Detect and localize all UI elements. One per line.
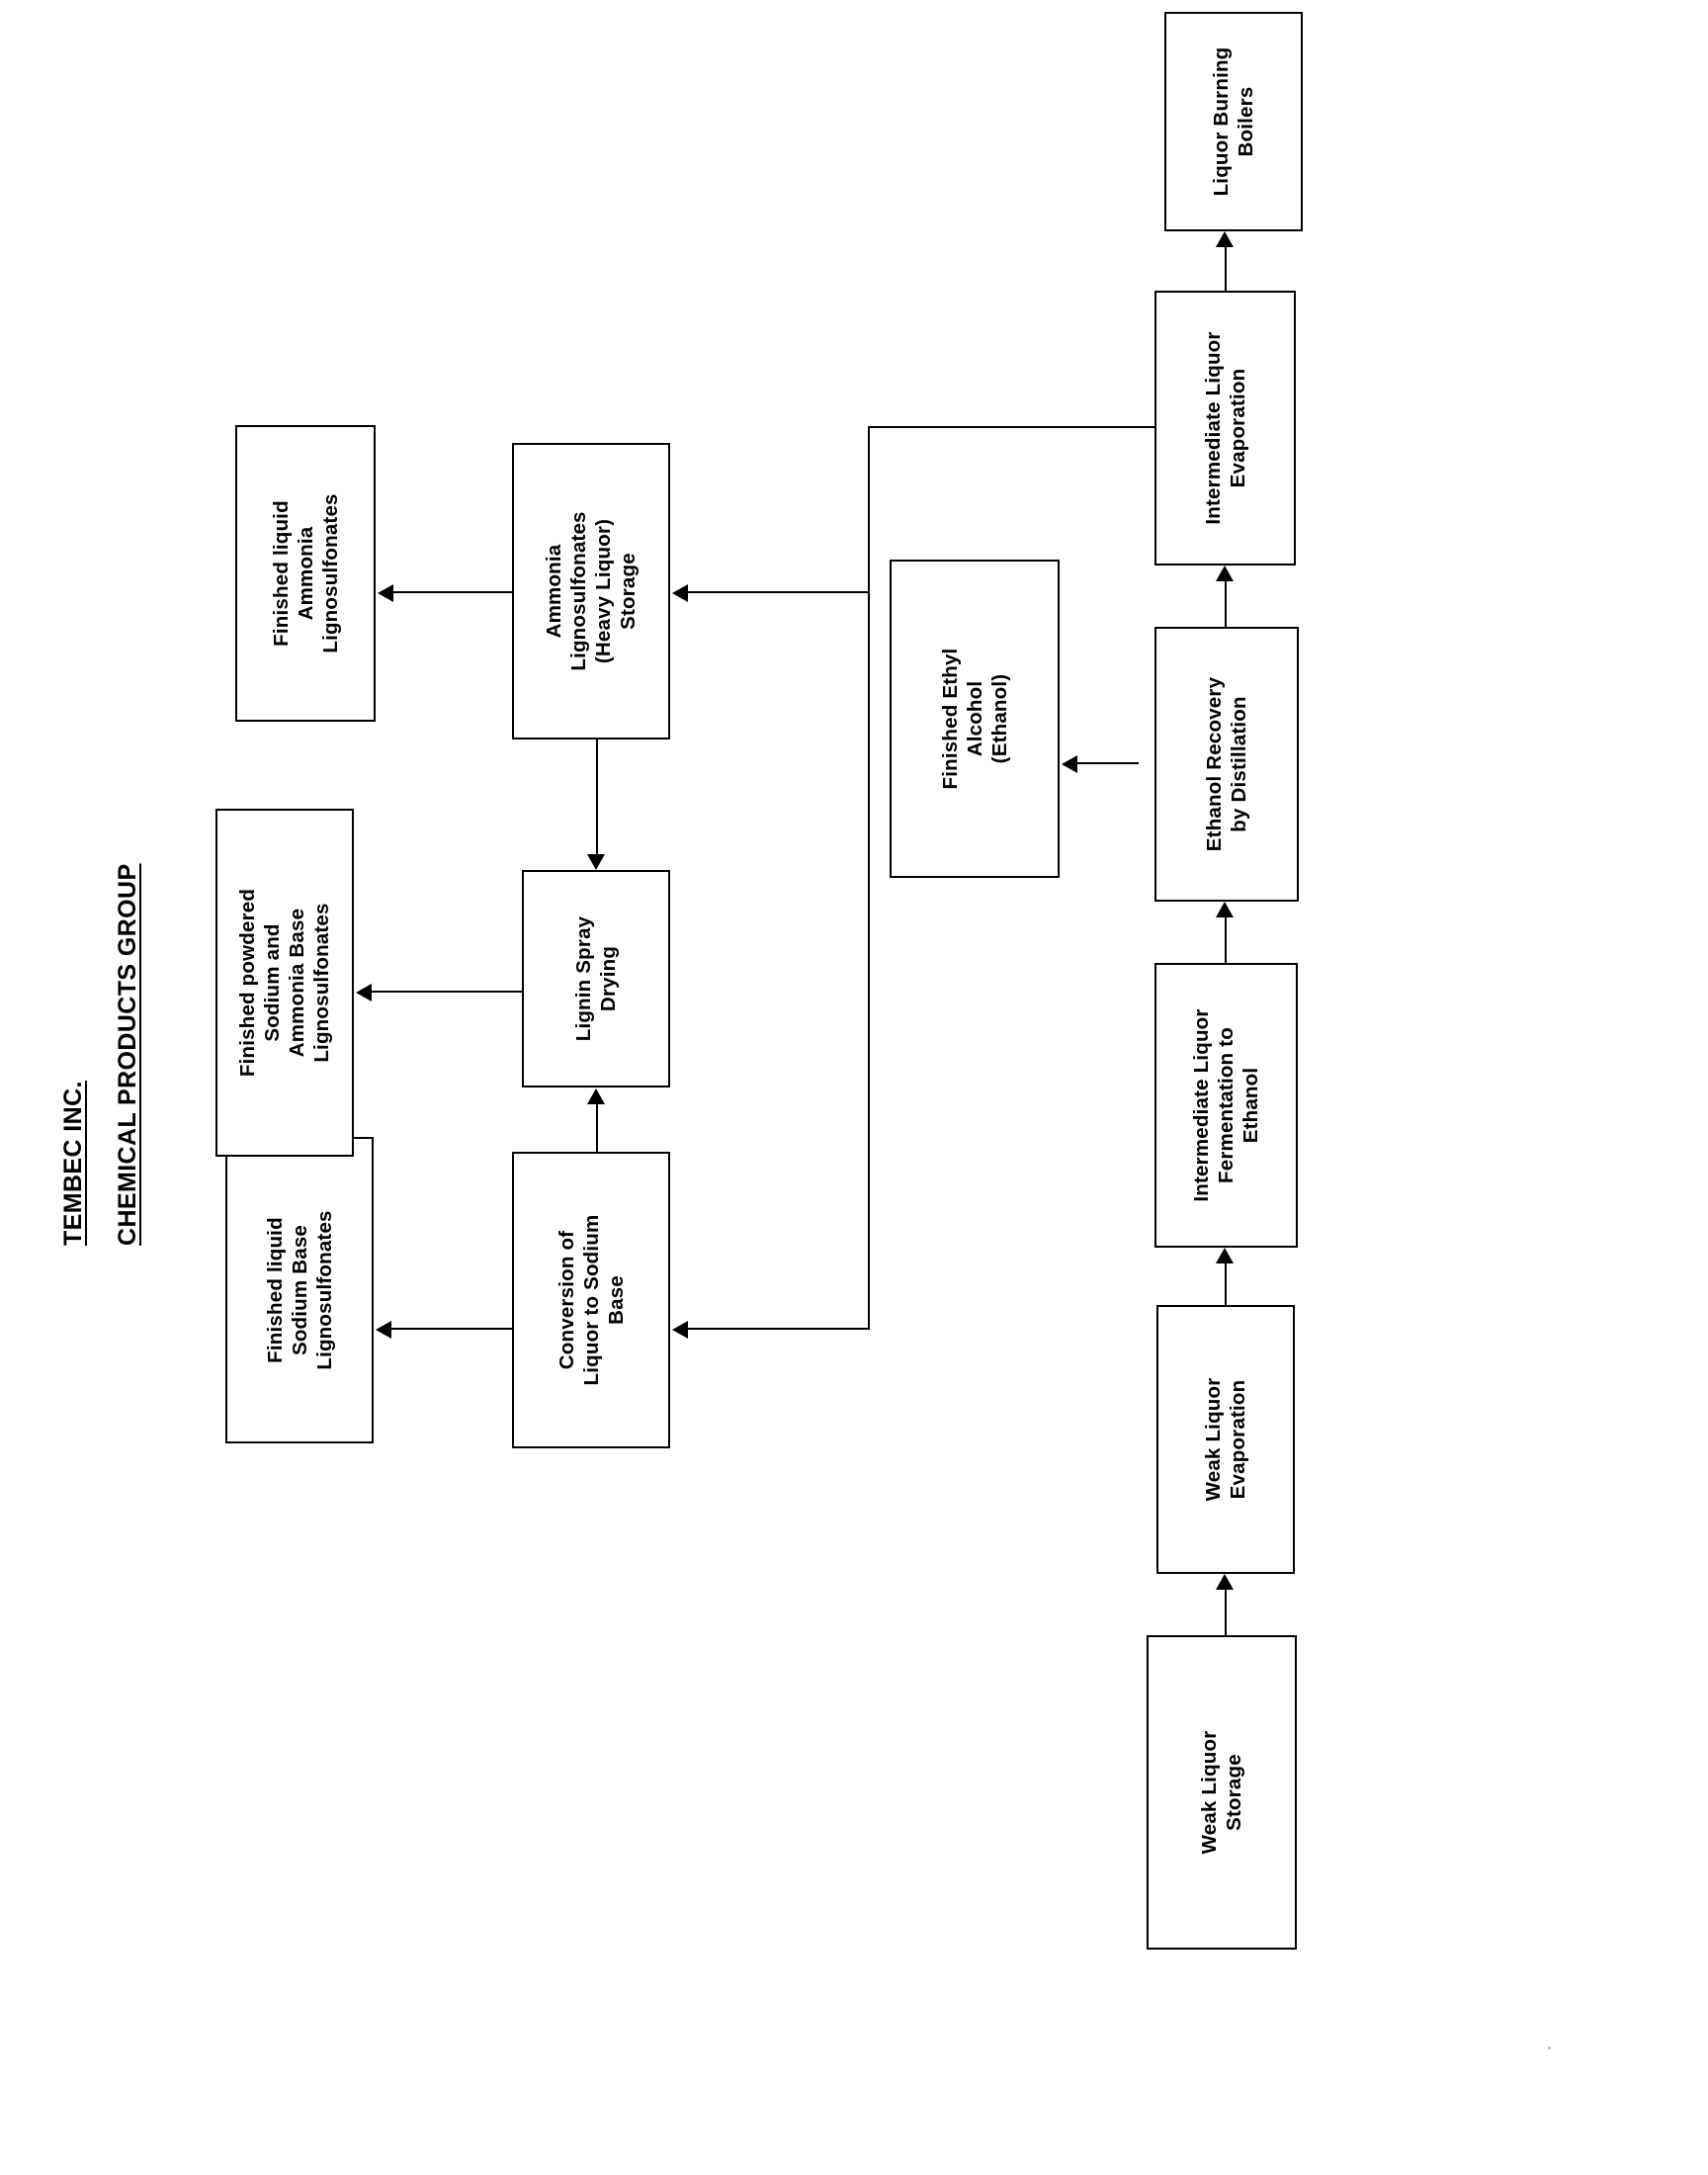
- arrowhead-up: [1062, 755, 1077, 773]
- node-label: Weak Liquor Storage: [1198, 1730, 1245, 1855]
- company-name: TEMBEC INC.: [59, 1081, 87, 1246]
- edge-ethanol-recovery-to-ethyl-alcohol-stem: [1077, 762, 1139, 764]
- node-label: Ammonia Lignosulfonates (Heavy Liquor) S…: [543, 511, 640, 671]
- node-ammonia-lignosulfonates-storage[interactable]: Ammonia Lignosulfonates (Heavy Liquor) S…: [512, 443, 670, 740]
- node-finished-liquid-sodium-base[interactable]: Finished liquid Sodium Base Lignosulfona…: [225, 1137, 374, 1443]
- edge-evaporation-to-fermentation: [1225, 1263, 1227, 1305]
- node-finished-powdered-sodium-ammonia[interactable]: Finished powdered Sodium and Ammonia Bas…: [215, 809, 354, 1157]
- edge-conversion-to-finished-liquid-sodium: [391, 1328, 514, 1330]
- arrowhead-up: [672, 1321, 688, 1339]
- arrowhead-up: [376, 1321, 391, 1339]
- arrowhead-right: [587, 1088, 605, 1104]
- arrowhead-up: [672, 584, 688, 602]
- arrowhead-up: [378, 584, 393, 602]
- node-ethanol-recovery-distillation[interactable]: Ethanol Recovery by Distillation: [1154, 627, 1299, 902]
- node-label: Finished liquid Sodium Base Lignosulfona…: [263, 1210, 336, 1370]
- edge-ethanol-recovery-to-intermediate-evaporation: [1225, 581, 1227, 627]
- edge-conversion-to-spray-drying: [596, 1104, 598, 1152]
- node-label: Weak Liquor Evaporation: [1202, 1377, 1249, 1502]
- arrowhead-left: [587, 854, 605, 870]
- division-name: CHEMICAL PRODUCTS GROUP: [114, 863, 141, 1246]
- edge-spray-drying-to-finished-powdered: [372, 991, 524, 993]
- node-label: Finished Ethyl Alcohol (Ethanol): [938, 648, 1011, 790]
- node-intermediate-liquor-evaporation[interactable]: Intermediate Liquor Evaporation: [1154, 291, 1296, 566]
- node-label: Ethanol Recovery by Distillation: [1203, 676, 1250, 852]
- arrowhead-right: [1216, 231, 1234, 247]
- node-label: Finished liquid Ammonia Lignosulfonates: [269, 493, 342, 653]
- arrowhead-up: [356, 984, 372, 1001]
- edge-ammonia-storage-to-finished-liquid-ammonia: [393, 591, 514, 593]
- page-title-block: TEMBEC INC. CHEMICAL PRODUCTS GROUP: [59, 863, 168, 1246]
- edge-ammonia-storage-to-spray-drying: [596, 738, 598, 854]
- node-finished-liquid-ammonia[interactable]: Finished liquid Ammonia Lignosulfonates: [235, 425, 376, 722]
- edge-bus-to-ammonia-storage: [688, 591, 870, 593]
- arrowhead-right: [1216, 566, 1234, 581]
- edge-bus-stem: [868, 426, 1156, 428]
- node-finished-ethyl-alcohol[interactable]: Finished Ethyl Alcohol (Ethanol): [890, 560, 1060, 878]
- arrowhead-right: [1216, 902, 1234, 917]
- node-label: Liquor Burning Boilers: [1210, 46, 1257, 197]
- node-conversion-liquor-sodium-base[interactable]: Conversion of Liquor to Sodium Base: [512, 1152, 670, 1448]
- node-label: Lignin Spray Drying: [572, 915, 620, 1042]
- node-label: Conversion of Liquor to Sodium Base: [555, 1214, 628, 1386]
- edge-intermediate-evaporation-to-boilers: [1225, 247, 1227, 291]
- node-label: Intermediate Liquor Evaporation: [1201, 331, 1249, 525]
- node-intermediate-liquor-fermentation[interactable]: Intermediate Liquor Fermentation to Etha…: [1154, 963, 1298, 1248]
- edge-bus-horizontal: [868, 426, 870, 1330]
- arrowhead-right: [1216, 1574, 1234, 1590]
- node-label: Intermediate Liquor Fermentation to Etha…: [1190, 1008, 1262, 1202]
- node-weak-liquor-evaporation[interactable]: Weak Liquor Evaporation: [1156, 1305, 1295, 1574]
- scan-artifact: [1548, 2046, 1551, 2049]
- node-liquor-burning-boilers[interactable]: Liquor Burning Boilers: [1164, 12, 1303, 231]
- node-lignin-spray-drying[interactable]: Lignin Spray Drying: [522, 870, 670, 1088]
- node-weak-liquor-storage[interactable]: Weak Liquor Storage: [1147, 1635, 1297, 1950]
- arrowhead-right: [1216, 1248, 1234, 1263]
- edge-fermentation-to-ethanol-recovery: [1225, 917, 1227, 963]
- edge-storage-to-evaporation: [1225, 1590, 1227, 1635]
- edge-bus-to-conversion: [688, 1328, 870, 1330]
- node-label: Finished powdered Sodium and Ammonia Bas…: [236, 888, 333, 1078]
